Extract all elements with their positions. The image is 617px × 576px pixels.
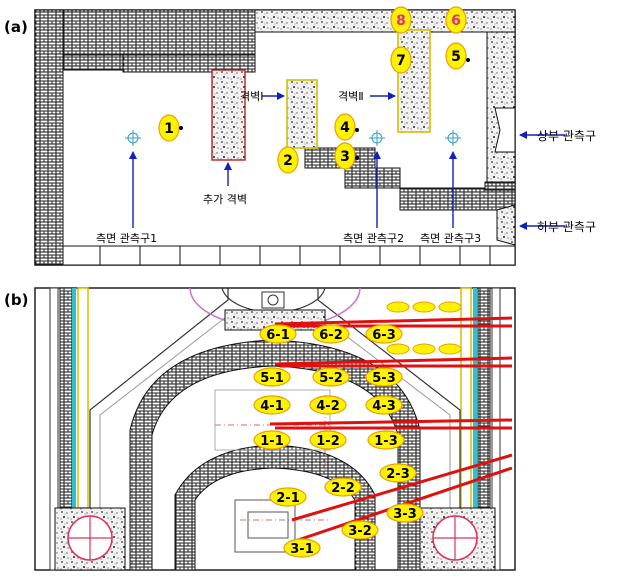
zone-marker-label: 3-1 — [290, 542, 314, 557]
zone-marker-label: 6-2 — [319, 328, 343, 343]
zone-marker-6-3: 6-3 — [365, 324, 403, 344]
zone-marker-label: 1-1 — [260, 434, 284, 449]
point-marker-7: 7 — [390, 46, 412, 74]
point-marker-8: 8 — [390, 6, 412, 34]
zone-marker-label: 1-2 — [316, 434, 340, 449]
zone-marker-label: 2-2 — [331, 481, 355, 496]
zone-marker-label: 2-1 — [276, 491, 300, 506]
top-brick-step-left — [62, 54, 124, 71]
zone-marker-2-1: 2-1 — [269, 487, 307, 507]
wall-1 — [286, 79, 318, 149]
top-brick-step-right — [122, 54, 256, 73]
sloped-frame — [89, 288, 461, 510]
left-brick-wall — [34, 9, 64, 266]
lower-window-inner — [247, 511, 289, 539]
zone-marker-label: 3-3 — [393, 507, 417, 522]
point-marker-5: 5 — [445, 42, 470, 70]
top-nozzle — [261, 291, 285, 309]
side-port-1-label: 측면 관측구1 — [96, 232, 157, 245]
right-yellow-strip — [460, 287, 472, 509]
zone-marker-label: 3-2 — [348, 524, 372, 539]
side-port-3-label: 측면 관측구3 — [420, 232, 481, 245]
bottom-strip — [62, 245, 516, 266]
zone-marker-4-2: 4-2 — [309, 395, 347, 415]
top-nozzle-icon — [267, 294, 279, 306]
zone-marker-5-2: 5-2 — [312, 367, 350, 387]
zone-marker-label: 5-2 — [319, 371, 343, 386]
lower-port-label: 하부 관측구 — [537, 220, 596, 234]
zone-marker-3-2: 3-2 — [341, 520, 379, 540]
left-yellow-strip — [77, 287, 89, 509]
zone-marker-4-1: 4-1 — [253, 395, 291, 415]
wall-2-label: 격벽Ⅱ — [338, 90, 364, 103]
zone-marker-label: 5-3 — [372, 371, 396, 386]
point-marker-4: 4 — [334, 113, 359, 141]
zone-marker-3-3: 3-3 — [386, 503, 424, 523]
point-marker-label: 2 — [283, 153, 293, 169]
zone-marker-label: 1-3 — [374, 434, 398, 449]
side-port-2-label: 측면 관측구2 — [343, 232, 404, 245]
ceiling-refractory — [254, 9, 516, 33]
zone-marker-2-2: 2-2 — [324, 477, 362, 497]
extra-wall-label: 추가 격벽 — [203, 193, 247, 206]
zone-marker-5-1: 5-1 — [253, 367, 291, 387]
point-marker-label: 1 — [164, 121, 174, 137]
zone-marker-6-2: 6-2 — [312, 324, 350, 344]
small-markers — [386, 301, 462, 355]
wall-1-label: 격벽Ⅰ — [240, 90, 263, 103]
zone-marker-4-3: 4-3 — [365, 395, 403, 415]
point-marker-1: 1 — [158, 114, 183, 142]
extra-wall — [211, 69, 246, 161]
zone-marker-1-2: 1-2 — [309, 430, 347, 450]
sloped-frame-inner — [99, 309, 451, 510]
floor-step-top — [484, 181, 516, 191]
left-outer-strip — [49, 287, 59, 571]
zone-marker-label: 4-1 — [260, 399, 284, 414]
outer-arch — [129, 339, 421, 571]
inner-window — [214, 389, 331, 451]
zone-marker-5-3: 5-3 — [365, 367, 403, 387]
zone-marker-1-3: 1-3 — [367, 430, 405, 450]
upper-port — [494, 107, 516, 153]
zone-marker-label: 6-3 — [372, 328, 396, 343]
zone-marker-label: 2-3 — [386, 467, 410, 482]
sight-3-icon — [445, 130, 461, 146]
point-marker-3: 3 — [334, 142, 359, 170]
zone-marker-1-1: 1-1 — [253, 430, 291, 450]
sight-2-icon — [369, 130, 385, 146]
point-marker-label: 8 — [396, 13, 406, 29]
panel-b: (b) — [4, 287, 516, 571]
lower-port — [496, 204, 516, 246]
zone-marker-2-3: 2-3 — [379, 463, 417, 483]
panel-a: (a) — [4, 6, 596, 266]
lower-window — [234, 499, 296, 553]
zone-marker-6-1: 6-1 — [259, 324, 297, 344]
point-marker-label: 4 — [340, 120, 350, 136]
point-marker-6: 6 — [445, 6, 467, 34]
panel-a-markers: 1 2 3 4 5 6 7 8 — [158, 6, 470, 174]
point-marker-label: 6 — [451, 13, 461, 29]
zone-marker-label: 4-3 — [372, 399, 396, 414]
wall-2 — [397, 29, 431, 133]
panel-a-label: (a) — [4, 18, 28, 36]
point-marker-label: 5 — [451, 49, 461, 65]
floor-step-2 — [344, 167, 401, 189]
panel-a-arrows — [129, 92, 565, 230]
zone-marker-label: 6-1 — [266, 328, 290, 343]
panel-b-label: (b) — [4, 291, 28, 309]
zone-marker-label: 4-2 — [316, 399, 340, 414]
point-marker-label: 7 — [396, 53, 406, 69]
upper-port-label: 상부 관측구 — [537, 129, 596, 143]
sight-1-icon — [125, 130, 141, 146]
bottom-strip-ticks — [99, 246, 491, 265]
zone-marker-label: 5-1 — [260, 371, 284, 386]
floor-step-3 — [399, 187, 516, 211]
zone-marker-3-1: 3-1 — [283, 538, 321, 558]
left-cyan-strip — [72, 288, 76, 570]
panel-b-markers: 6-1 6-2 6-3 5-1 5-2 5-3 4-1 4-2 4-3 1-1 1-2 1-3 2-1 2… — [253, 324, 424, 558]
point-marker-label: 3 — [340, 149, 350, 165]
top-brick-band — [62, 9, 256, 56]
point-marker-2: 2 — [277, 146, 299, 174]
